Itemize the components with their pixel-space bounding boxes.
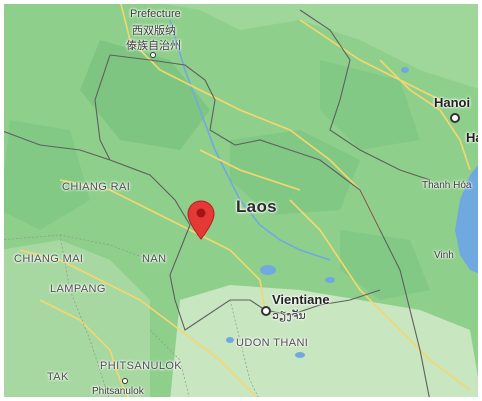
lake-3 (226, 337, 234, 343)
lake-5 (401, 67, 409, 73)
lake-1 (260, 265, 276, 275)
label-thanh-hoa: Thanh Hóa (422, 180, 472, 191)
city-dot-jinghong (150, 52, 156, 58)
forest-patch-5 (340, 230, 430, 300)
lake-2 (325, 277, 335, 283)
label-chiang-mai: CHIANG MAI (14, 253, 84, 265)
lake-4 (295, 352, 305, 358)
terrain-west (0, 240, 150, 401)
label-vinh: Vinh (434, 250, 454, 261)
label-nan: NAN (142, 253, 167, 265)
roads (19, 0, 471, 401)
label-vientiane[interactable]: Vientiane (272, 292, 330, 307)
city-dot-hanoi[interactable] (450, 113, 460, 123)
city-dot-phitsanulok[interactable] (122, 378, 128, 384)
label-hanoi[interactable]: Hanoi (434, 95, 471, 110)
forest-patch-3 (0, 120, 90, 230)
map-pin-icon[interactable] (187, 200, 215, 240)
label-ha-partial: Ha (466, 130, 482, 145)
label-vientiane-lao: ວຽງຈັນ (272, 310, 306, 322)
label-udon-thani: UDON THANI (236, 337, 309, 349)
label-dai-autonomous: 傣族自治州 (126, 40, 181, 52)
label-prefecture: Prefecture (130, 8, 181, 20)
province-borders (0, 234, 261, 401)
label-phitsanulok-province: PHITSANULOK (100, 360, 183, 372)
sea-gulf-of-tonkin (455, 160, 482, 275)
forest-patch-4 (320, 60, 420, 150)
country-borders (0, 9, 431, 401)
label-xishuangbanna: 西双版纳 (132, 25, 176, 37)
city-dot-vientiane[interactable] (261, 306, 271, 316)
forest-patch-2 (230, 130, 360, 215)
forest-patch-1 (80, 40, 210, 150)
label-lampang: LAMPANG (50, 283, 106, 295)
river-mekong (169, 19, 331, 261)
label-tak: TAK (47, 371, 69, 383)
label-chiang-rai: CHIANG RAI (62, 181, 131, 193)
label-phitsanulok-city: Phitsanulok (92, 386, 144, 397)
terrain-plateau (170, 285, 482, 401)
terrain-north (0, 0, 482, 90)
label-laos[interactable]: Laos (236, 197, 277, 216)
